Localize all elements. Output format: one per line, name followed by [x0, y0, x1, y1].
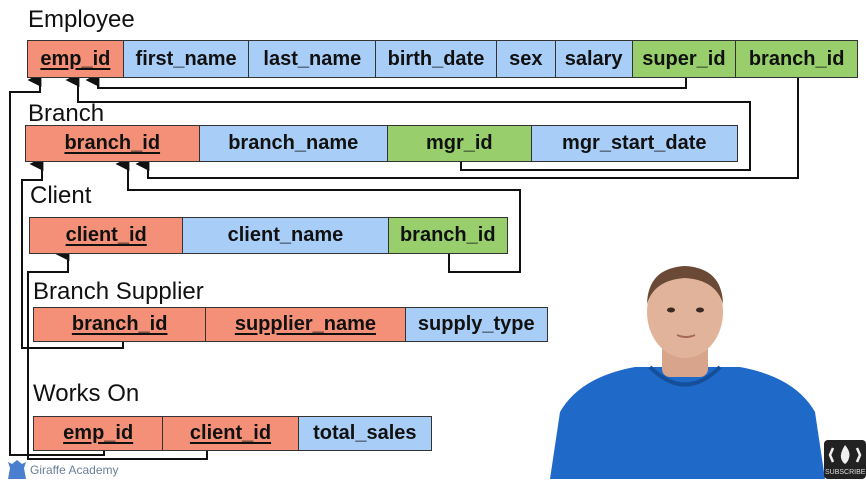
branch-mgr-start-date: mgr_start_date — [531, 126, 737, 161]
link-workson-emp-id — [9, 73, 105, 456]
branch-supplier-supply-type: supply_type — [405, 308, 547, 341]
link-employee-branch-id — [135, 77, 799, 179]
branch-branch-id: branch_id — [26, 126, 200, 161]
logo-text: Giraffe Academy — [30, 463, 119, 477]
employee-birth-date: birth_date — [376, 41, 497, 77]
client-client-name: client_name — [183, 218, 389, 253]
giraffe-icon — [6, 458, 28, 479]
employee-salary: salary — [555, 41, 633, 77]
link-mgr-id — [65, 73, 751, 171]
works-on-emp-id: emp_id — [34, 417, 164, 450]
client-client-id: client_id — [30, 218, 184, 253]
works-on-client-id: client_id — [163, 417, 299, 450]
employee-branch-id: branch_id — [736, 41, 857, 77]
works-on-total-sales: total_sales — [298, 417, 431, 450]
client-table: client_id client_name branch_id — [29, 217, 508, 254]
flame-icon — [828, 445, 862, 464]
client-branch-id: branch_id — [388, 218, 507, 253]
employee-title: Employee — [28, 6, 135, 33]
branch-title: Branch — [28, 100, 105, 127]
link-super-id — [85, 73, 687, 89]
employee-last-name: last_name — [249, 41, 377, 77]
channel-badge[interactable] — [824, 440, 866, 479]
link-client-branch-id — [115, 157, 521, 273]
presenter-video — [540, 262, 830, 479]
branch-supplier-table: branch_id supplier_name supply_type — [33, 307, 548, 342]
link-workson-client-id — [27, 247, 208, 460]
employee-table: emp_id first_name last_name birth_date s… — [27, 40, 858, 78]
works-on-table: emp_id client_id total_sales — [33, 416, 432, 451]
employee-sex: sex — [496, 41, 556, 77]
link-supplier-branch-id — [21, 157, 124, 349]
branch-supplier-branch-id: branch_id — [34, 308, 207, 341]
client-title: Client — [30, 182, 92, 209]
branch-branch-name: branch_name — [199, 126, 388, 161]
branch-mgr-id: mgr_id — [387, 126, 532, 161]
branch-supplier-supplier-name: supplier_name — [206, 308, 406, 341]
branch-table: branch_id branch_name mgr_id mgr_start_d… — [25, 125, 738, 162]
employee-first-name: first_name — [123, 41, 250, 77]
employee-super-id: super_id — [632, 41, 737, 77]
works-on-title: Works On — [33, 380, 140, 407]
employee-emp-id: emp_id — [28, 41, 124, 77]
branch-supplier-title: Branch Supplier — [33, 278, 204, 305]
badge-label: SUBSCRIBE — [825, 469, 866, 476]
